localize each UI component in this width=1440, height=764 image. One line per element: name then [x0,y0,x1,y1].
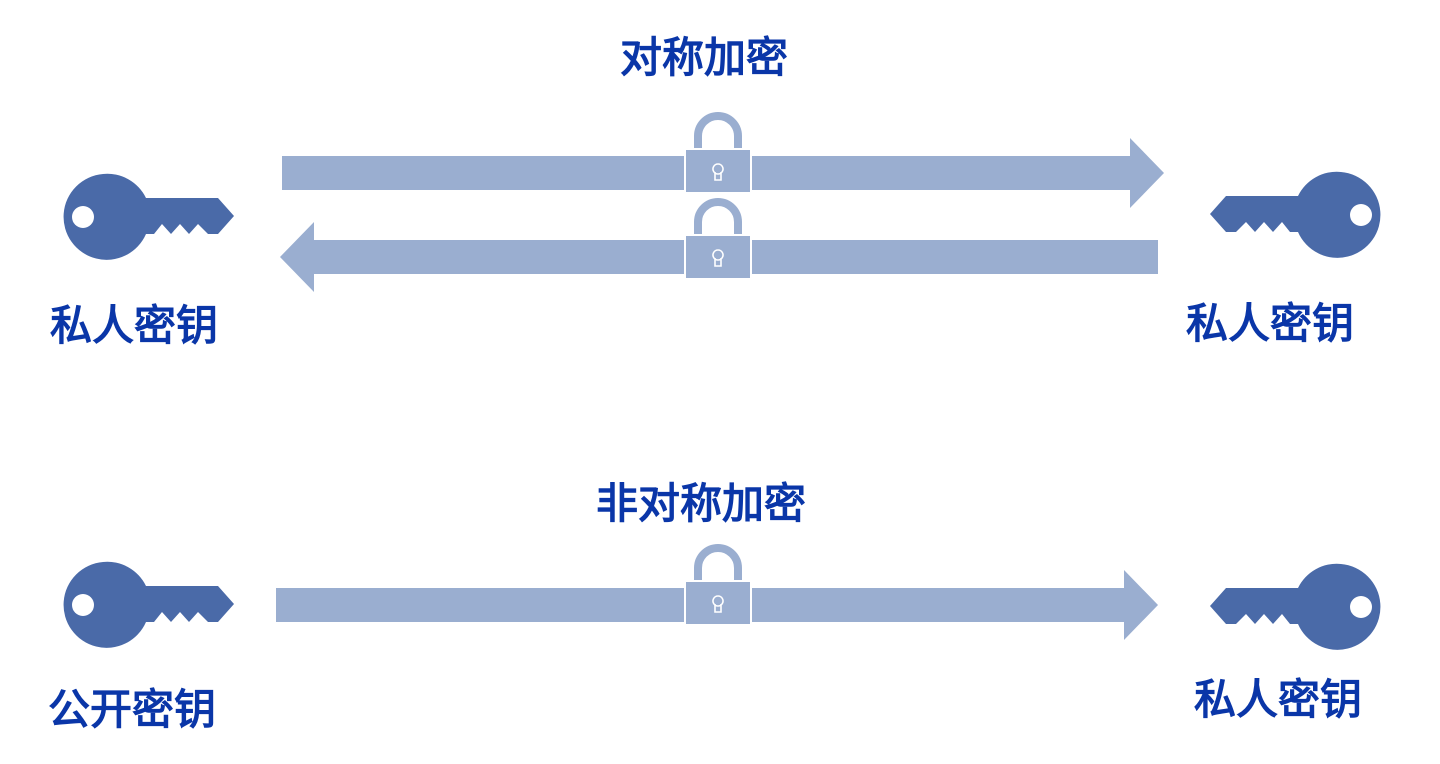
key-icon [1206,562,1386,652]
private-key-label: 私人密钥 [1194,675,1363,724]
key-icon [1206,170,1386,260]
lock-icon [682,110,754,196]
symmetric-title: 对称加密 [620,33,789,82]
key-icon [58,560,238,650]
left-key-label: 私人密钥 [50,301,219,350]
lock-icon [682,542,754,628]
key-icon [58,172,238,262]
lock-icon [682,196,754,282]
right-key-label: 私人密钥 [1186,299,1355,348]
public-key-label: 公开密钥 [48,685,217,734]
asymmetric-title: 非对称加密 [596,479,807,528]
